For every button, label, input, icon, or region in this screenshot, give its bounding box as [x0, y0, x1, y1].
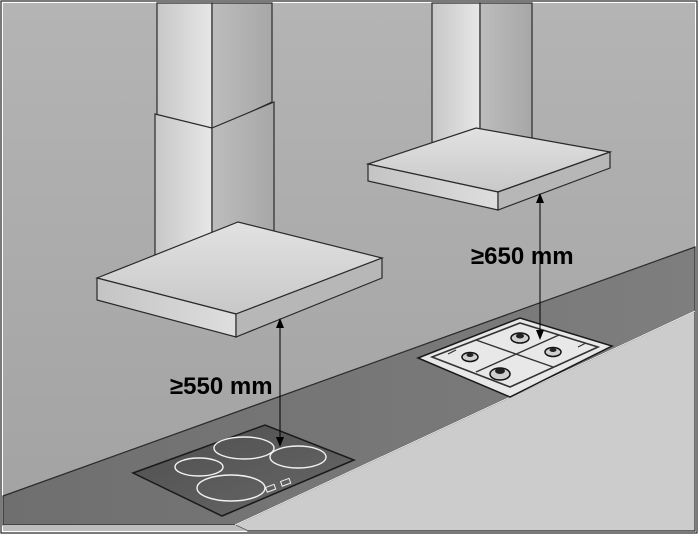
clearance-arrow-right [536, 193, 544, 340]
gas-burner-back [510, 332, 530, 344]
induction-control-1 [264, 483, 277, 493]
gas-burner-right [544, 346, 562, 358]
gas-cooktop-icon [416, 317, 615, 398]
clearance-arrow-left [276, 318, 284, 447]
right-canopy-side [497, 151, 611, 211]
clearance-label-gas: ≥650 mm [471, 243, 574, 270]
induction-zone-front [196, 474, 266, 502]
gas-grate [429, 322, 601, 388]
induction-control-2 [279, 477, 292, 487]
induction-zone-left [174, 457, 224, 477]
induction-cooktop-icon [131, 424, 356, 517]
chimney-hood-right [365, 2, 613, 211]
left-upper-duct-side [211, 2, 273, 131]
gas-plate [416, 317, 615, 398]
countertop-edge [3, 525, 248, 531]
induction-zone-back [213, 436, 275, 460]
gas-burner-front [489, 367, 511, 381]
gas-burner-left [461, 351, 479, 363]
induction-zone-right [269, 445, 327, 469]
clearance-label-induction: ≥550 mm [170, 373, 273, 400]
chimney-hood-left [95, 2, 384, 338]
left-canopy-side [235, 257, 383, 338]
countertop [2, 246, 696, 532]
left-upper-duct-front [156, 2, 213, 131]
